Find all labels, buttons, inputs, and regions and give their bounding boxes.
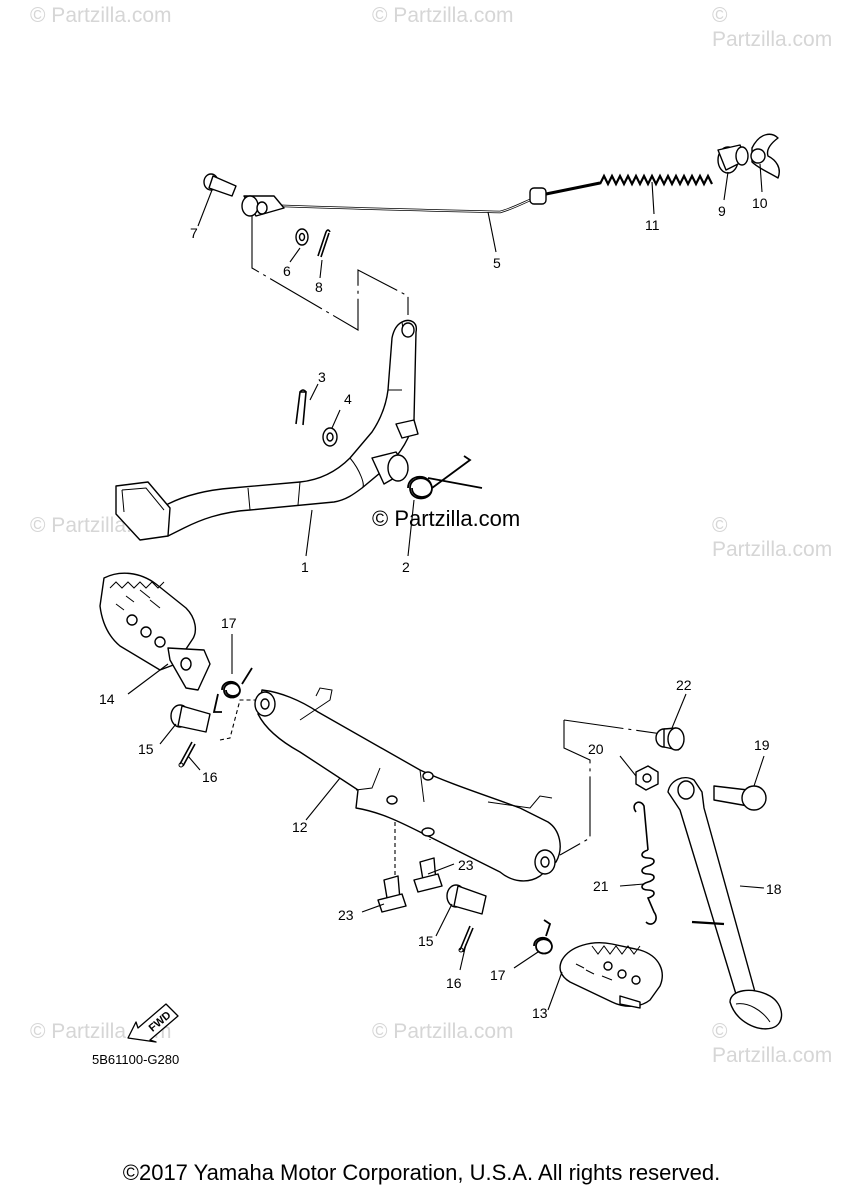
callout-15a: 15 [138,741,154,757]
brake-cable-part [241,181,601,217]
center-watermark: © Partzilla.com [372,506,521,531]
collar-22-part [655,727,685,751]
spring-17b-part [533,919,553,955]
callout-5: 5 [493,255,501,271]
callout-17a: 17 [221,615,237,631]
watermark: © Partzilla.com [372,4,514,27]
assembly-lines [219,216,677,880]
callout-16b: 16 [446,975,462,991]
callout-9: 9 [718,203,726,219]
cotter-pin-16a-part [178,741,196,768]
cotter-pin-8-part [317,229,331,258]
callout-15b: 15 [418,933,434,949]
bolt-23b-part [413,857,443,893]
callout-2: 2 [402,559,410,575]
watermark: © Partzilla.com [712,4,833,51]
cotter-pin-3-part [295,389,307,426]
callout-3: 3 [318,369,326,385]
callout-12: 12 [292,819,308,835]
callout-8: 8 [315,279,323,295]
watermark: © Partzilla.com [712,1020,833,1067]
nut-20-part [635,765,659,791]
callout-18: 18 [766,881,782,897]
footrest-bracket-part [254,687,561,882]
callout-6: 6 [283,263,291,279]
fwd-arrow-icon: FWD [126,998,182,1049]
callout-13: 13 [532,1005,548,1021]
copyright-notice: ©2017 Yamaha Motor Corporation, U.S.A. A… [122,1160,721,1185]
callout-11: 11 [645,217,660,233]
bolt-19-part [713,785,767,811]
callout-14: 14 [99,691,115,707]
reference-code: 5B61100-G280 [92,1052,180,1067]
pivot-sleeve-part [371,451,409,485]
washer-6-part [295,228,309,246]
pin-7-part [203,173,237,197]
callout-23a: 23 [338,907,354,923]
callout-10: 10 [752,195,768,211]
pin-15b-part [446,884,487,915]
washer-4-part [322,427,338,447]
pin-15a-part [170,704,211,733]
spring-17a-part [212,667,253,713]
watermark: © Partzilla.com [30,4,172,27]
return-spring-2-part [407,455,483,500]
brake-pedal-part [115,319,419,541]
footrest-14-part [99,572,211,691]
callout-23b: 23 [458,857,474,873]
bolt-23a-part [377,875,407,913]
footrest-13-part [559,942,663,1009]
callout-1: 1 [301,559,309,575]
leader-lines [127,163,765,1011]
callout-labels: 1 2 3 4 5 6 7 8 9 10 11 12 13 14 15 15 1… [99,195,782,1021]
cotter-pin-16b-part [458,925,474,953]
watermark: © Partzilla.com [712,514,833,561]
callout-4: 4 [344,391,352,407]
adjuster-joint-part [717,144,749,174]
callout-19: 19 [754,737,770,753]
adjuster-spring-part [599,173,713,187]
callout-21: 21 [593,878,609,894]
callout-16a: 16 [202,769,218,785]
wing-nut-part [750,133,780,179]
callout-22: 22 [676,677,692,693]
callout-17b: 17 [490,967,506,983]
callout-7: 7 [190,225,198,241]
watermark: © Partzilla.com [372,1020,514,1043]
sidestand-part [667,776,783,1030]
spring-21-part [633,801,657,925]
callout-20: 20 [588,741,604,757]
